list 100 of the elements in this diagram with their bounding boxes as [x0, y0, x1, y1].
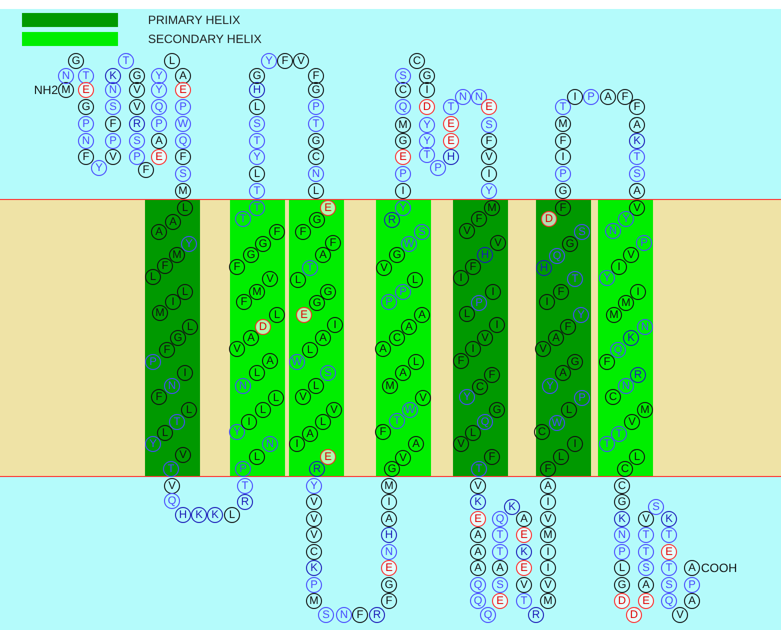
amino-acid-residue: V — [164, 478, 180, 494]
amino-acid-residue: T — [169, 414, 185, 430]
amino-acid-residue: T — [661, 527, 677, 543]
amino-acid-residue: A — [470, 560, 486, 576]
amino-acid-residue: L — [629, 449, 645, 465]
amino-acid-residue: N — [235, 378, 251, 394]
amino-acid-residue: I — [419, 82, 435, 98]
amino-acid-residue: L — [182, 319, 198, 335]
amino-acid-residue: P — [78, 116, 94, 132]
amino-acid-residue: T — [638, 527, 654, 543]
amino-acid-residue: S — [574, 224, 590, 240]
amino-acid-residue: R — [309, 461, 325, 477]
amino-acid-residue: A — [165, 214, 181, 230]
amino-acid-residue: T — [118, 53, 134, 69]
amino-acid-residue: T — [308, 116, 324, 132]
amino-acid-residue: N — [471, 89, 487, 105]
amino-acid-residue: K — [623, 330, 639, 346]
amino-acid-residue: N — [637, 319, 653, 335]
amino-acid-residue: F — [352, 607, 368, 623]
amino-acid-residue: F — [484, 367, 500, 383]
amino-acid-residue: W — [289, 354, 305, 370]
amino-acid-residue: C — [395, 82, 411, 98]
amino-acid-residue: G — [395, 133, 411, 149]
amino-acid-residue: C — [614, 478, 630, 494]
amino-acid-residue: F — [151, 389, 167, 405]
amino-acid-residue: L — [407, 272, 423, 288]
amino-acid-residue: F — [617, 89, 633, 105]
amino-acid-residue: T — [302, 260, 318, 276]
amino-acid-residue: P — [151, 116, 167, 132]
amino-acid-residue: V — [624, 414, 640, 430]
amino-acid-residue: K — [470, 494, 486, 510]
amino-acid-residue: T — [78, 68, 94, 84]
amino-acid-residue: G — [309, 295, 325, 311]
amino-acid-residue: I — [489, 317, 505, 333]
amino-acid-residue: A — [395, 365, 411, 381]
amino-acid-residue: P — [684, 577, 700, 593]
amino-acid-residue: Q — [164, 493, 180, 509]
amino-acid-residue: V — [262, 271, 278, 287]
amino-acid-residue: A — [408, 436, 424, 452]
amino-acid-residue: L — [553, 449, 569, 465]
amino-acid-residue: V — [481, 149, 497, 165]
amino-acid-residue: Y — [395, 200, 411, 216]
amino-acid-residue: E — [470, 511, 486, 527]
amino-acid-residue: K — [105, 68, 121, 84]
amino-acid-residue: N — [618, 378, 634, 394]
amino-acid-residue: S — [661, 577, 677, 593]
amino-acid-residue: Y — [91, 160, 107, 176]
amino-acid-residue: Q — [477, 414, 493, 430]
amino-acid-residue: E — [661, 544, 677, 560]
amino-acid-residue: M — [169, 247, 185, 263]
amino-acid-residue: E — [638, 593, 654, 609]
amino-acid-residue: Y — [181, 236, 197, 252]
amino-acid-residue: Y — [306, 478, 322, 494]
amino-acid-residue: A — [470, 544, 486, 560]
amino-acid-residue: W — [175, 116, 191, 132]
amino-acid-residue: M — [606, 307, 622, 323]
amino-acid-residue: F — [540, 461, 556, 477]
amino-acid-residue: K — [661, 511, 677, 527]
amino-acid-residue: I — [540, 560, 556, 576]
amino-acid-residue: P — [430, 160, 446, 176]
amino-acid-residue: F — [553, 284, 569, 300]
amino-acid-residue: Y — [481, 183, 497, 199]
amino-acid-residue: N — [614, 527, 630, 543]
amino-acid-residue: G — [381, 577, 397, 593]
amino-acid-residue: E — [175, 82, 191, 98]
amino-acid-residue: Q — [480, 607, 496, 623]
amino-acid-residue: K — [306, 560, 322, 576]
amino-acid-residue: I — [611, 259, 627, 275]
amino-acid-residue: V — [306, 527, 322, 543]
amino-acid-residue: V — [540, 511, 556, 527]
amino-acid-residue: V — [477, 330, 493, 346]
amino-acid-residue: E — [395, 149, 411, 165]
amino-acid-residue: N — [455, 89, 471, 105]
amino-acid-residue: Y — [151, 68, 167, 84]
amino-acid-residue: T — [389, 413, 405, 429]
amino-acid-residue: G — [489, 402, 505, 418]
amino-acid-residue: A — [540, 478, 556, 494]
amino-acid-residue: L — [308, 183, 324, 199]
amino-acid-residue: F — [325, 235, 341, 251]
amino-acid-residue: T — [516, 593, 532, 609]
amino-acid-residue: A — [684, 560, 700, 576]
amino-acid-residue: E — [381, 560, 397, 576]
amino-acid-residue: C — [605, 389, 621, 405]
amino-acid-residue: P — [175, 99, 191, 115]
amino-acid-residue: A — [629, 117, 645, 133]
amino-acid-residue: P — [105, 133, 121, 149]
amino-acid-residue: S — [395, 68, 411, 84]
amino-acid-residue: Q — [549, 248, 565, 264]
amino-acid-residue: L — [255, 402, 271, 418]
amino-acid-residue: T — [492, 527, 508, 543]
amino-acid-residue: A — [492, 560, 508, 576]
amino-acid-residue: G — [309, 212, 325, 228]
amino-acid-residue: P — [395, 166, 411, 182]
amino-acid-residue: V — [623, 247, 639, 263]
amino-acid-residue: A — [315, 330, 331, 346]
amino-acid-residue: C — [472, 379, 488, 395]
amino-acid-residue: A — [684, 593, 700, 609]
terminus-label: NH2 — [34, 83, 58, 97]
amino-acid-residue: A — [151, 224, 167, 240]
amino-acid-residue: W — [549, 415, 565, 431]
